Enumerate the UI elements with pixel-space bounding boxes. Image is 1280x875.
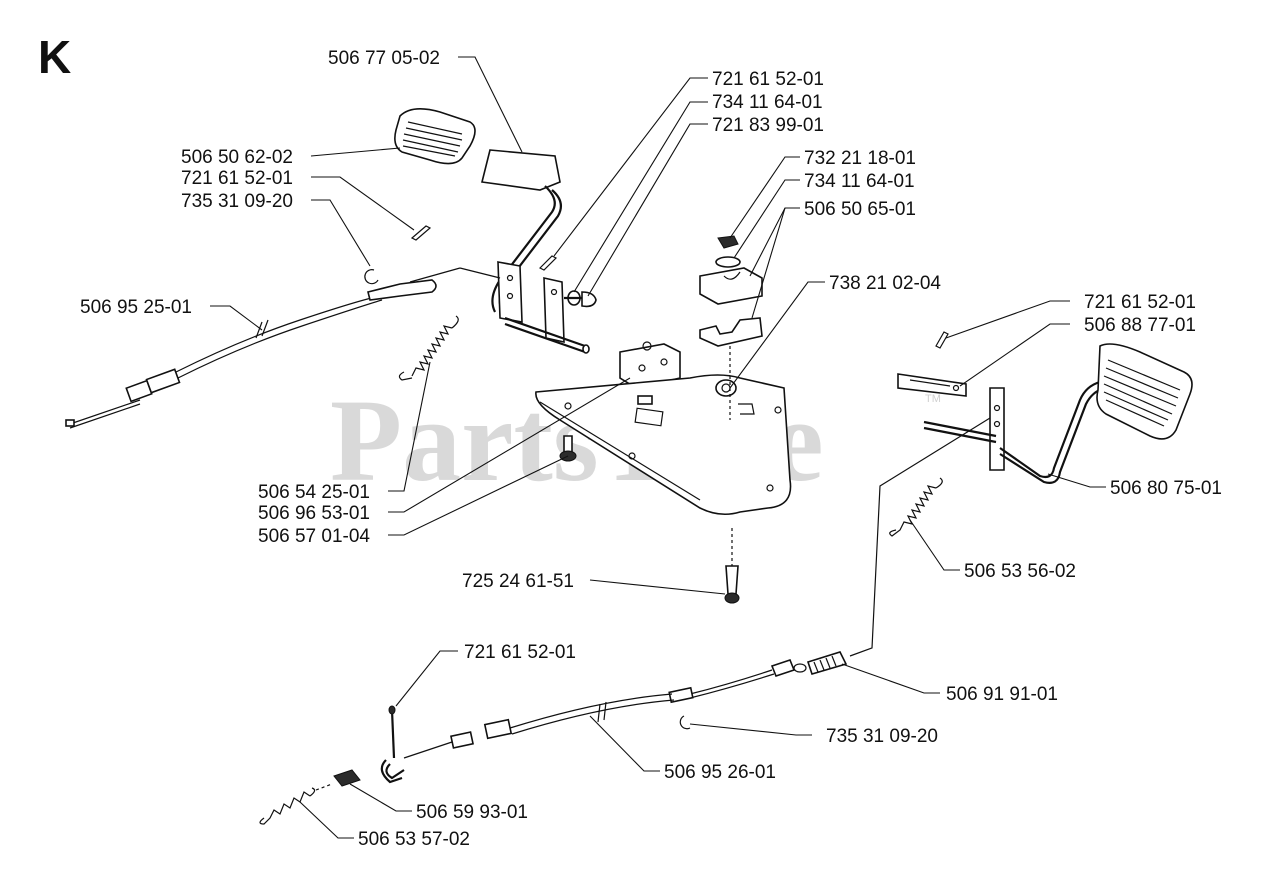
part-label: 506 50 65-01	[804, 199, 916, 220]
part-label: 506 53 56-02	[964, 561, 1076, 582]
nut-732-21	[717, 235, 739, 249]
part-label: 506 50 62-02	[181, 147, 293, 168]
cotter-pin-right	[935, 331, 949, 349]
cotter-pin-left-2	[538, 255, 558, 271]
part-label: 506 95 26-01	[664, 762, 776, 783]
bolt-725-24	[724, 528, 740, 604]
rubber-block-lower	[699, 317, 763, 347]
part-label: 721 61 52-01	[712, 69, 824, 90]
part-label: 721 61 52-01	[1084, 292, 1196, 313]
part-label: 725 24 61-51	[462, 571, 574, 592]
part-label: 506 53 57-02	[358, 829, 470, 850]
base-plate	[535, 374, 792, 516]
part-label: 721 61 52-01	[464, 642, 576, 663]
part-label: 734 11 64-01	[712, 92, 823, 113]
clamp-block-plate	[619, 341, 681, 389]
part-label: 721 61 52-01	[181, 168, 293, 189]
part-label: 506 59 93-01	[416, 802, 528, 823]
watermark-tm: TM	[925, 393, 941, 405]
part-label: 738 21 02-04	[829, 273, 941, 294]
part-label: 506 57 01-04	[258, 526, 370, 547]
block-506-59	[315, 769, 361, 791]
e-clip-left	[364, 269, 379, 285]
spring-left	[398, 315, 459, 381]
cotter-pin-left-1	[410, 225, 432, 241]
part-label: 506 80 75-01	[1110, 478, 1222, 499]
part-label: 734 11 64-01	[804, 171, 915, 192]
spring-506-53-57	[259, 787, 316, 825]
part-label: 506 95 25-01	[80, 297, 192, 318]
part-label: 732 21 18-01	[804, 148, 916, 169]
leader-lines	[210, 56, 1106, 839]
part-label: 506 96 53-01	[258, 503, 370, 524]
pin-vertical-lower	[388, 705, 396, 759]
pedal-pad-left	[394, 108, 476, 165]
adjuster-plate-right	[897, 373, 967, 397]
cable-lower	[380, 659, 796, 784]
washer-734-11	[715, 256, 741, 268]
spring-right	[889, 477, 943, 537]
part-label: 506 77 05-02	[328, 48, 440, 69]
part-label: 506 54 25-01	[258, 482, 370, 503]
cable-upper	[65, 267, 501, 429]
part-label: 506 91 91-01	[946, 684, 1058, 705]
pedal-bracket-right	[923, 380, 1105, 484]
rubber-block-upper	[699, 267, 763, 305]
pedal-pad-right	[1096, 343, 1193, 440]
part-label: 735 31 09-20	[826, 726, 938, 747]
e-clip-lower	[679, 715, 691, 730]
spring-506-91	[793, 651, 848, 675]
link-rod	[849, 417, 991, 657]
part-label: 506 88 77-01	[1084, 315, 1196, 336]
part-label: 735 31 09-20	[181, 191, 293, 212]
pedal-bracket-left	[497, 261, 590, 354]
section-letter: K	[38, 31, 71, 83]
part-label: 721 83 99-01	[712, 115, 824, 136]
clevis-pin-721-83-99	[564, 290, 597, 308]
